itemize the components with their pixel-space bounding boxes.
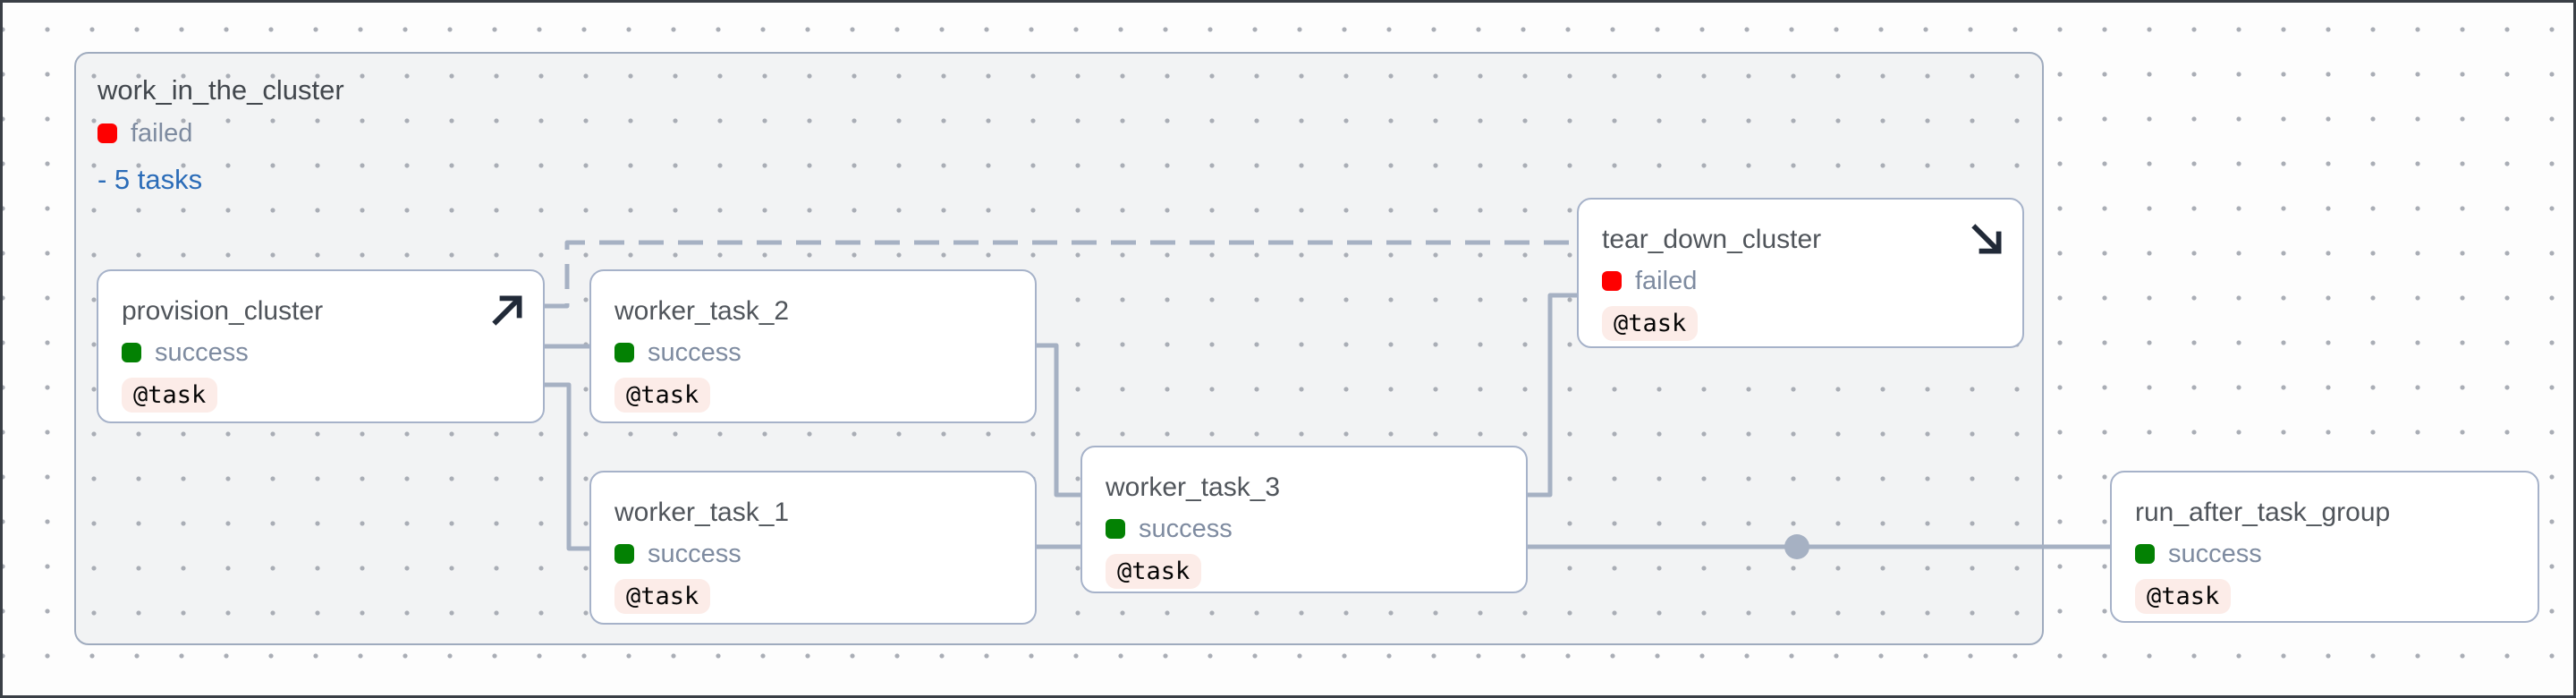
task-title: tear_down_cluster: [1602, 225, 1822, 254]
operator-badge: @task: [1602, 306, 1699, 341]
task-group-status-row: failed: [97, 120, 344, 147]
status-square-icon: [614, 343, 634, 362]
setup-arrow-icon: [487, 291, 527, 330]
status-square-icon: [97, 123, 117, 143]
task-title: worker_task_3: [1106, 472, 1281, 502]
status-square-icon: [1106, 519, 1125, 539]
operator-badge: @task: [614, 378, 711, 413]
status-square-icon: [1602, 271, 1622, 291]
task-status-label: success: [648, 338, 741, 367]
task-status-label: success: [2168, 540, 2262, 568]
task-group-header: work_in_the_cluster failed - 5 tasks: [97, 75, 344, 194]
operator-badge: @task: [122, 378, 218, 413]
task-title: run_after_task_group: [2135, 498, 2391, 527]
task-status-row: failed: [1602, 268, 1999, 294]
task-status-label: failed: [1635, 267, 1698, 295]
task-group-status-label: failed: [131, 119, 193, 148]
teardown-arrow-icon: [1967, 219, 2006, 259]
task-status-label: success: [155, 338, 249, 367]
status-square-icon: [2135, 544, 2155, 564]
task-status-row: success: [2135, 541, 2514, 567]
task-node-run_after_task_group[interactable]: run_after_task_group success @task: [2110, 471, 2539, 623]
task-title: worker_task_1: [614, 498, 790, 527]
task-node-provision_cluster[interactable]: provision_cluster success @task: [97, 269, 545, 423]
operator-badge: @task: [1106, 554, 1202, 589]
task-node-worker_task_3[interactable]: worker_task_3 success @task: [1080, 446, 1528, 593]
task-status-label: success: [648, 540, 741, 568]
task-node-worker_task_1[interactable]: worker_task_1 success @task: [589, 471, 1037, 625]
task-status-row: success: [614, 339, 1012, 366]
task-node-tear_down_cluster[interactable]: tear_down_cluster failed @task: [1577, 198, 2024, 348]
task-group-collapse-toggle[interactable]: - 5 tasks: [97, 164, 203, 195]
task-status-row: success: [1106, 515, 1503, 542]
task-status-row: success: [614, 541, 1012, 567]
task-status-row: success: [122, 339, 520, 366]
task-title: provision_cluster: [122, 296, 324, 326]
task-group-title: work_in_the_cluster: [97, 74, 344, 106]
task-status-label: success: [1139, 515, 1233, 543]
operator-badge: @task: [614, 579, 711, 614]
status-square-icon: [122, 343, 141, 362]
status-square-icon: [614, 544, 634, 564]
operator-badge: @task: [2135, 579, 2232, 614]
task-title: worker_task_2: [614, 296, 790, 326]
task-node-worker_task_2[interactable]: worker_task_2 success @task: [589, 269, 1037, 423]
